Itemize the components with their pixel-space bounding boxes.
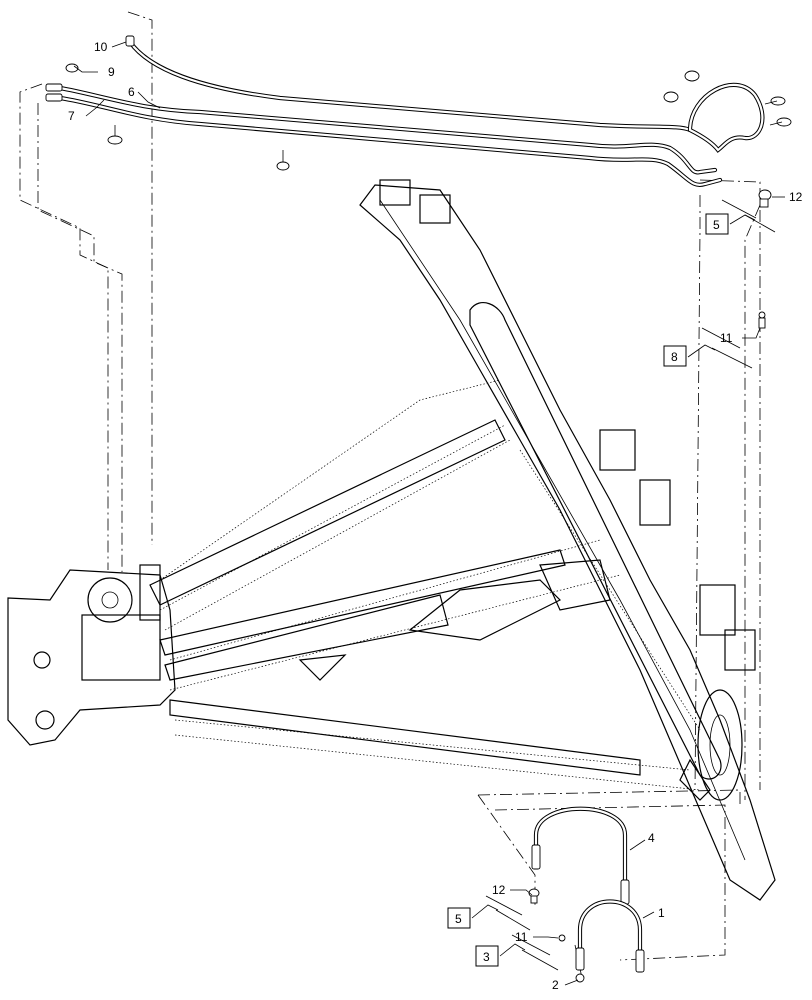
callout-4: 4 bbox=[648, 831, 655, 845]
callout-2: 2 bbox=[552, 978, 559, 992]
frame-hydraulic-lines bbox=[159, 379, 701, 791]
boxed-callout-5-bottom: 5 bbox=[447, 907, 471, 929]
o-ring-fittings bbox=[65, 63, 290, 171]
leader-lines bbox=[73, 41, 785, 986]
hose-assembly-10 bbox=[125, 35, 693, 133]
hose-loop-top-right bbox=[663, 70, 792, 153]
svg-text:8: 8 bbox=[671, 350, 678, 364]
assembly-guide-lines bbox=[19, 11, 761, 979]
callout-1: 1 bbox=[658, 906, 665, 920]
callout-11-bottom: 11 bbox=[515, 930, 528, 944]
svg-text:5: 5 bbox=[455, 912, 462, 926]
svg-text:3: 3 bbox=[483, 950, 490, 964]
fittings-top-right bbox=[758, 189, 772, 329]
boxed-callout-3: 3 bbox=[475, 945, 499, 967]
hose-assembly-7 bbox=[45, 93, 723, 187]
boxed-callout-8: 8 bbox=[663, 345, 687, 367]
callout-11-top: 11 bbox=[720, 331, 733, 345]
callout-7: 7 bbox=[68, 109, 75, 123]
callout-labels: 10 9 6 7 12 11 4 12 1 11 2 bbox=[68, 40, 803, 992]
implement-frame bbox=[7, 179, 776, 901]
callout-9: 9 bbox=[108, 65, 115, 79]
callout-6: 6 bbox=[128, 85, 135, 99]
callout-12-top: 12 bbox=[789, 190, 803, 204]
hose-assembly-1 bbox=[575, 899, 645, 973]
hose-assembly-4 bbox=[531, 806, 630, 905]
callout-10: 10 bbox=[94, 40, 108, 54]
hose-assembly-6 bbox=[45, 83, 718, 175]
boxed-callouts: 5 8 5 3 bbox=[447, 213, 729, 967]
callout-12-bottom: 12 bbox=[492, 883, 506, 897]
svg-text:5: 5 bbox=[713, 218, 720, 232]
boxed-callout-5-top: 5 bbox=[705, 213, 729, 235]
